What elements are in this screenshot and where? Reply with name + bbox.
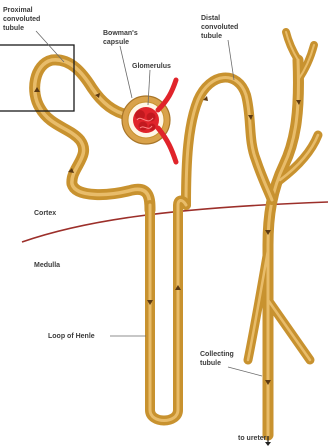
svg-text:tubule: tubule — [3, 25, 24, 32]
svg-text:Bowman's: Bowman's — [103, 30, 138, 37]
svg-text:capsule: capsule — [103, 39, 129, 46]
label-distal-line1: Distal — [201, 15, 220, 22]
label-medulla: Medulla — [34, 262, 60, 269]
svg-text:Distal: Distal — [201, 15, 220, 22]
svg-text:tubule: tubule — [200, 360, 221, 367]
distal-convoluted-tubule — [186, 78, 272, 205]
label-distal-line3: tubule — [201, 33, 222, 40]
svg-text:Collecting: Collecting — [200, 351, 234, 358]
loop-of-henle — [150, 200, 186, 420]
svg-text:convoluted: convoluted — [201, 24, 238, 31]
label-loop-text: Loop of Henle — [48, 333, 95, 340]
label-distal-tubule: Distal convoluted tubule — [201, 15, 238, 80]
label-distal-line2: convoluted — [201, 24, 238, 31]
label-ureter-text: to ureter — [238, 435, 267, 442]
label-ureter: to ureter — [238, 435, 271, 446]
label-bowmans-line1: Bowman's — [103, 30, 138, 37]
label-loop-of-henle: Loop of Henle — [48, 333, 146, 340]
collecting-duct — [248, 32, 318, 435]
ureter-arrow — [265, 442, 271, 446]
label-proximal-line2: convoluted — [3, 16, 40, 23]
glomerulus — [133, 107, 159, 133]
svg-text:tubule: tubule — [201, 33, 222, 40]
label-cortex: Cortex — [34, 210, 56, 217]
label-bowmans-line2: capsule — [103, 39, 129, 46]
label-proximal-line3: tubule — [3, 25, 24, 32]
label-proximal-tubule: Proximal convoluted tubule — [3, 7, 64, 62]
label-collecting-line2: tubule — [200, 360, 221, 367]
svg-text:convoluted: convoluted — [3, 16, 40, 23]
label-proximal-line1: Proximal — [3, 7, 33, 14]
label-collecting-line1: Collecting — [200, 351, 234, 358]
label-glomerulus-text: Glomerulus — [132, 63, 171, 70]
svg-text:Proximal: Proximal — [3, 7, 33, 14]
